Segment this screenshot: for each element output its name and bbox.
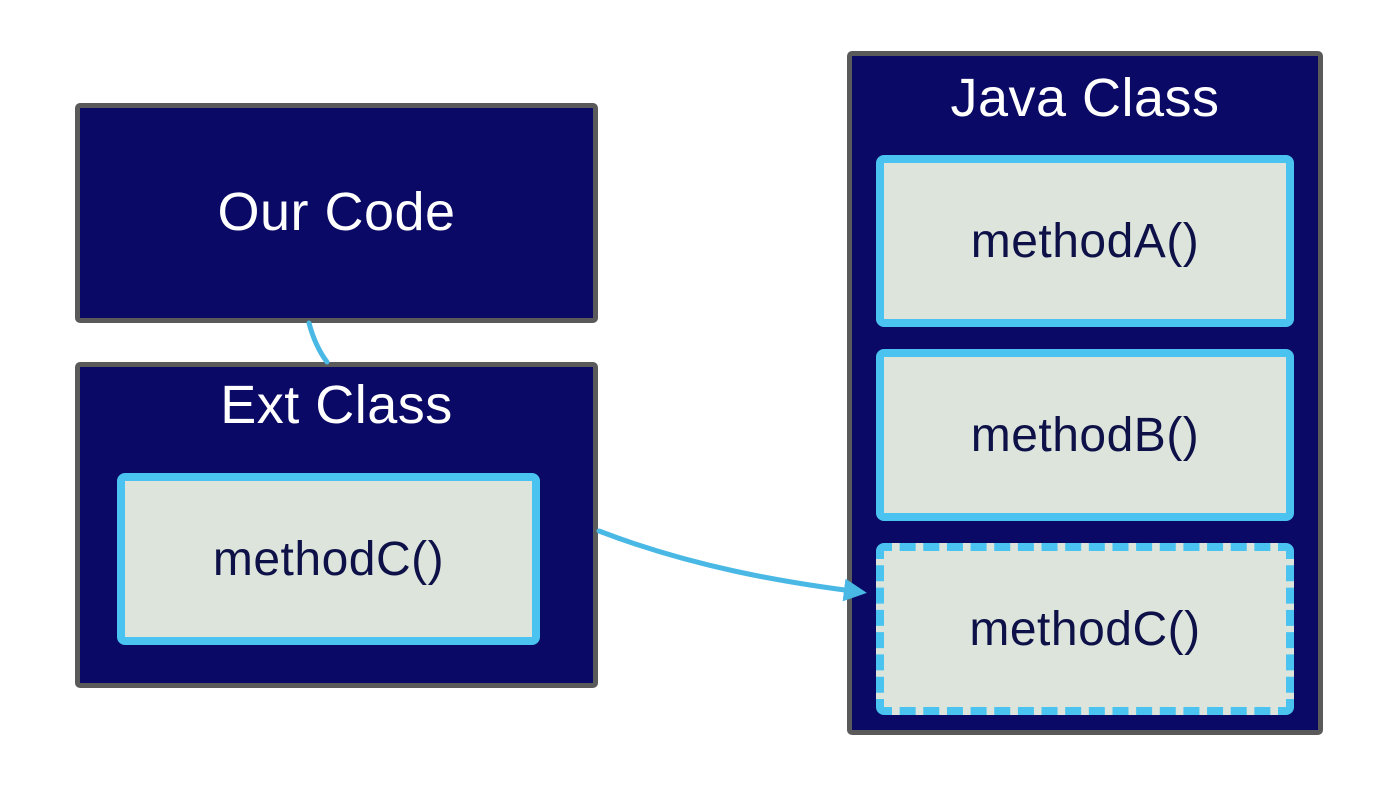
java-class-methodb-box: methodB() <box>876 349 1294 521</box>
java-class-methodc-label: methodC() <box>969 602 1201 656</box>
our-code-title: Our Code <box>217 182 456 243</box>
ext-class-box: Ext Class methodC() <box>75 362 598 688</box>
java-class-title: Java Class <box>950 68 1220 128</box>
ext-class-methodc-box: methodC() <box>117 473 540 645</box>
java-class-box: Java Class methodA() methodB() methodC() <box>847 51 1323 735</box>
our-code-box: Our Code <box>75 103 598 323</box>
ext-class-methodc-label: methodC() <box>212 532 445 586</box>
java-class-methodb-label: methodB() <box>970 408 1200 462</box>
ext-class-title: Ext Class <box>220 375 453 435</box>
java-class-methoda-box: methodA() <box>876 155 1294 327</box>
arrow-extclass-to-java-methodc <box>596 528 867 602</box>
connector-ourcode-to-extclass <box>306 320 330 365</box>
java-class-methoda-label: methodA() <box>970 214 1200 268</box>
java-class-methodc-box-dashed: methodC() <box>876 543 1294 715</box>
